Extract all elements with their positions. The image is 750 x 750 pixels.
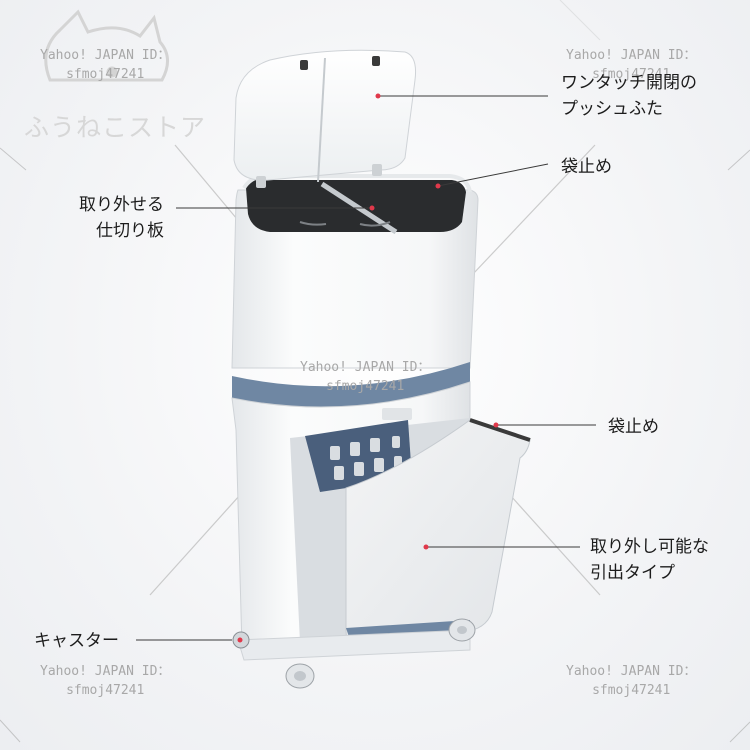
watermark-bottom-right: Yahoo! JAPAN ID： sfmoj47241 [566,664,697,698]
watermark-top-left: Yahoo! JAPAN ID： sfmoj47241 [40,48,171,82]
store-watermark: ふうねこストア [24,113,207,142]
accent-band [232,362,470,407]
callout-drawer: 取り外し可能な 引出タイプ [590,537,709,583]
callout-divider: 取り外せる 仕切り板 [79,195,164,241]
callout-push-lid: ワンタッチ開閉の プッシュふた [561,73,697,119]
watermark-center: Yahoo! JAPAN ID： sfmoj47241 [300,360,431,394]
cat-logo-icon [44,9,169,82]
callout-bag-stop-top: 袋止め [561,157,612,177]
callout-bag-stop-bottom: 袋止め [608,417,659,437]
watermark-top-right: Yahoo! JAPAN ID： sfmoj47241 [566,48,697,82]
callout-lines [136,95,596,641]
callout-dots [237,93,499,643]
callout-caster: キャスター [34,631,119,651]
watermark-bottom-left: Yahoo! JAPAN ID： sfmoj47241 [40,664,171,698]
